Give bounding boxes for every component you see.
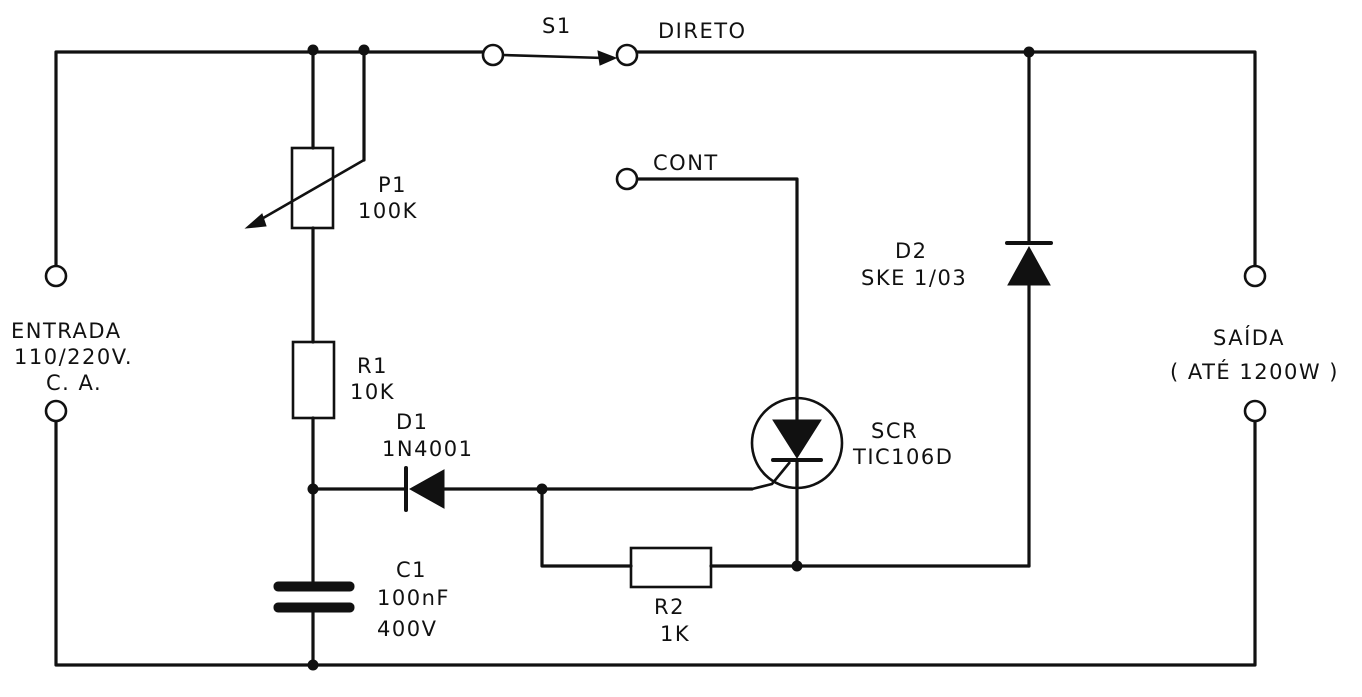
terminals (44, 264, 1267, 423)
r1-value: 10K (350, 380, 395, 404)
junction-dot (307, 659, 319, 671)
r2-left-wire (540, 487, 633, 568)
p1-potentiometer (244, 146, 365, 230)
d2-diode (1005, 241, 1053, 286)
s1-lever (502, 53, 605, 60)
scr-gate-lead (751, 461, 792, 491)
d2-triangle (1007, 245, 1051, 286)
d2-designator: D2 (895, 239, 928, 263)
p1-body (290, 146, 335, 230)
junction-dot (536, 483, 548, 495)
s1-direto-terminal (615, 43, 639, 67)
input-voltage: 110/220V. (14, 345, 133, 369)
s1-arrow-icon (597, 50, 618, 66)
c1-value: 100nF (377, 586, 450, 610)
p1-arrow-line (257, 158, 365, 223)
cont-label: CONT (653, 151, 719, 175)
junction-dot (1023, 46, 1035, 58)
output-rating: ( ATÉ 1200W ) (1170, 359, 1339, 384)
s1-common-terminal (481, 43, 505, 67)
s1-cont-terminal (615, 167, 639, 191)
labels: S1 DIRETO CONT P1 100K R1 10K D1 1N4001 … (11, 14, 1339, 646)
input-type: C. A. (46, 371, 102, 395)
d1-value: 1N4001 (382, 437, 474, 461)
d1-designator: D1 (396, 410, 429, 434)
scr-value: TIC106D (852, 445, 953, 469)
output-title: SAÍDA (1213, 325, 1285, 350)
s1-label: S1 (542, 14, 572, 38)
junctions (307, 44, 1035, 671)
bottom-rail (54, 416, 1257, 667)
c1-capacitor (273, 581, 355, 613)
d1-diode (404, 466, 445, 512)
r2-designator: R2 (654, 595, 685, 619)
r1-designator: R1 (357, 354, 388, 378)
cont-wire (635, 177, 799, 412)
r2-value: 1K (660, 622, 690, 646)
c1-plate-bottom (273, 602, 355, 613)
output-terminal-top (1243, 264, 1267, 288)
input-title: ENTRADA (11, 319, 122, 343)
d1-triangle (408, 469, 445, 509)
c1-designator: C1 (396, 558, 427, 582)
c1-voltage: 400V (377, 617, 437, 641)
top-rail-left (54, 50, 485, 272)
p1-designator: P1 (378, 173, 407, 197)
top-rail-right (635, 50, 1257, 272)
junction-dot (791, 560, 803, 572)
scr-triangle (772, 419, 822, 459)
input-terminal-top (44, 264, 68, 288)
d2-value: SKE 1/03 (861, 266, 967, 290)
p1-value: 100K (358, 199, 418, 223)
direto-label: DIRETO (658, 19, 747, 43)
r1-resistor (291, 340, 336, 420)
scr-thyristor (750, 396, 844, 491)
wires (54, 50, 1257, 667)
r2-resistor (629, 546, 713, 589)
junction-dot (307, 44, 319, 56)
input-terminal-bottom (44, 399, 68, 423)
c1-plate-top (273, 581, 355, 592)
s1-switch (481, 43, 639, 191)
junction-dot (358, 44, 370, 56)
junction-dot (307, 483, 319, 495)
scr-designator: SCR (871, 419, 918, 443)
output-terminal-bottom (1243, 399, 1267, 423)
p1-arrow-icon (244, 213, 267, 229)
